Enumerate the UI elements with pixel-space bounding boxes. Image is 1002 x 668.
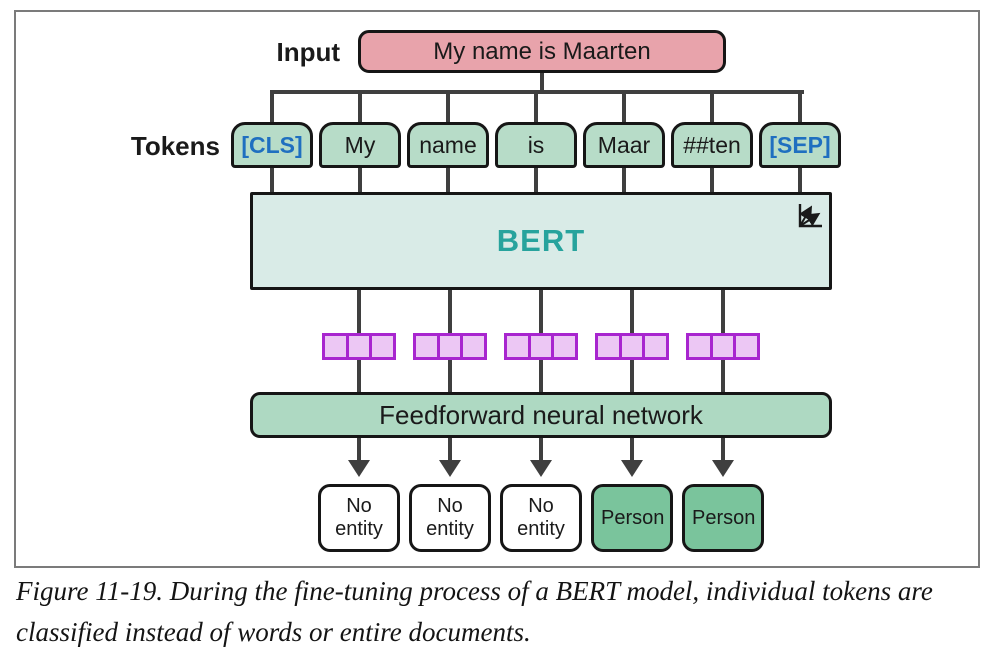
token-box-sep: [SEP] (759, 122, 841, 168)
token-drop-line (446, 90, 450, 124)
token-text: name (419, 131, 477, 158)
token-to-bert-line (358, 166, 362, 194)
token-to-bert-line (622, 166, 626, 194)
embedding-vector (595, 333, 670, 360)
feedforward-network-box: Feedforward neural network (250, 392, 832, 438)
token-text: ##ten (683, 131, 741, 158)
input-sentence-text: My name is Maarten (433, 37, 651, 65)
arrow-head-icon (530, 460, 552, 477)
feedforward-label: Feedforward neural network (379, 399, 703, 430)
arrow-head-icon (621, 460, 643, 477)
embedding-vector (686, 333, 761, 360)
output-box-no-entity: No entity (318, 484, 400, 552)
embedding-cell (413, 333, 440, 360)
token-text: [CLS] (241, 131, 303, 158)
embedding-vector (504, 333, 579, 360)
embedding-cell (322, 333, 349, 360)
arrow-head-icon (439, 460, 461, 477)
embedding-cell (551, 333, 579, 360)
output-label: No entity (517, 495, 565, 540)
embedding-cell (686, 333, 713, 360)
output-label: Person (692, 506, 756, 529)
token-text: [SEP] (769, 131, 831, 158)
token-box-ten: ##ten (671, 122, 753, 168)
output-box-person: Person (682, 484, 764, 552)
token-to-bert-line (534, 166, 538, 194)
output-label: No entity (426, 495, 474, 540)
token-box-maar: Maar (583, 122, 665, 168)
embedding-cell (642, 333, 670, 360)
token-drop-line (622, 90, 626, 124)
embedding-cell (504, 333, 531, 360)
arrow-stem (448, 438, 452, 462)
arrow-stem (539, 438, 543, 462)
embedding-cell (595, 333, 622, 360)
token-text: is (527, 131, 545, 158)
arrow-stem (721, 438, 725, 462)
embedding-cell (733, 333, 761, 360)
embedding-cell (709, 333, 737, 360)
arrow-stem (357, 438, 361, 462)
embedding-cell (460, 333, 488, 360)
token-text: My (344, 131, 376, 158)
token-text: Maar (597, 131, 651, 158)
embedding-vector (322, 333, 397, 360)
token-drop-line (534, 90, 538, 124)
embedding-vector (413, 333, 488, 360)
token-drop-line (270, 90, 274, 124)
bert-model-box: BERT (250, 192, 832, 290)
output-label: No entity (335, 495, 383, 540)
embedding-cell (527, 333, 555, 360)
arrow-head-icon (712, 460, 734, 477)
token-drop-line (710, 90, 714, 124)
token-to-bert-line (446, 166, 450, 194)
output-box-no-entity: No entity (409, 484, 491, 552)
input-label: Input (276, 37, 340, 67)
arrow-stem (630, 438, 634, 462)
token-to-bert-line (798, 166, 802, 194)
fine-tune-arrows-icon (798, 204, 822, 228)
embedding-cell (618, 333, 646, 360)
embedding-cell (436, 333, 464, 360)
token-drop-line (358, 90, 362, 124)
input-stem-line (540, 73, 544, 93)
figure-caption-line-1: Figure 11-19. During the fine-tuning pro… (16, 576, 933, 606)
token-box-name: name (407, 122, 489, 168)
embedding-cell (345, 333, 373, 360)
token-box-my: My (319, 122, 401, 168)
tokens-label: Tokens (130, 131, 220, 161)
figure-caption-line-2: classified instead of words or entire do… (16, 617, 531, 647)
token-box-cls: [CLS] (231, 122, 313, 168)
arrow-head-icon (348, 460, 370, 477)
bert-label: BERT (496, 223, 586, 258)
token-to-bert-line (710, 166, 714, 194)
output-box-person: Person (591, 484, 673, 552)
output-box-no-entity: No entity (500, 484, 582, 552)
input-sentence-box: My name is Maarten (358, 30, 726, 73)
embedding-cell (369, 333, 397, 360)
output-label: Person (601, 506, 665, 529)
token-drop-line (798, 90, 802, 124)
token-to-bert-line (270, 166, 274, 194)
token-box-is: is (495, 122, 577, 168)
